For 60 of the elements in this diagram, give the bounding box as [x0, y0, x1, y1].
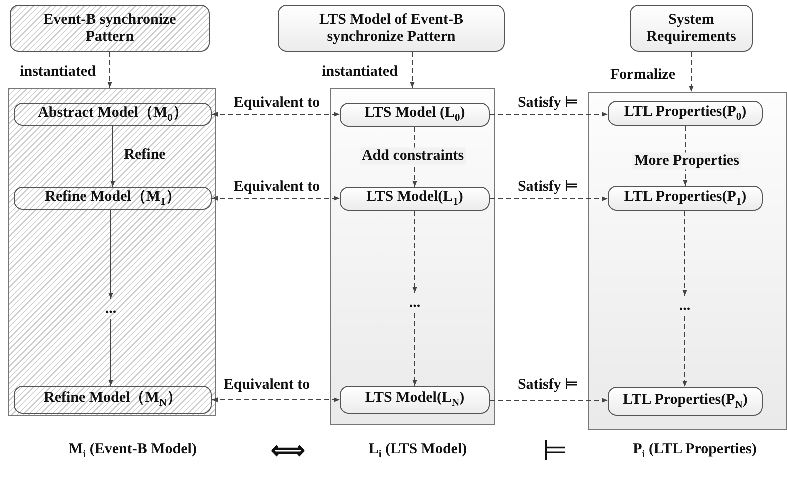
legend-text: L$_{i}$ (LTS Model)	[368, 442, 468, 460]
legend-text: P$_{i}$ (LTL Properties)	[633, 442, 757, 460]
source-box	[10, 5, 210, 52]
node-label: LTL Properties(P$_{0}$)	[624, 104, 747, 124]
node-label: LTS Model(L$_{1}$)	[366, 189, 464, 209]
node-label: LTS Model(L$_{N}$)	[365, 390, 465, 410]
arrow	[410, 52, 415, 88]
model-box	[340, 187, 490, 211]
node-label: LTS Model of Event-B synchronize Pattern	[318, 12, 465, 45]
model-box	[608, 387, 763, 416]
arrow	[108, 52, 112, 88]
arrow	[412, 312, 418, 386]
satisfies-symbol: ⊨	[543, 435, 567, 468]
node-label: Event-B synchronize Pattern	[42, 12, 178, 45]
node-label: ...	[105, 300, 117, 318]
node-label: LTL Properties(P$_{1}$)	[624, 188, 747, 208]
node-label: ...	[409, 294, 421, 312]
edge-label: Refine	[123, 146, 167, 164]
node-label: LTS Model (L$_{0}$)	[364, 105, 466, 125]
equivalence-symbol: ⟺	[271, 438, 305, 466]
arrow	[689, 52, 694, 92]
model-box	[340, 386, 490, 414]
node-label: Abstract Model（M$_{0}$）	[38, 104, 188, 124]
arrow	[108, 318, 114, 386]
arrow	[212, 112, 340, 117]
model-box	[340, 103, 490, 127]
arrow	[110, 126, 116, 188]
edge-label: Satisfy ⊨	[516, 178, 580, 196]
model-box	[14, 386, 212, 414]
source-box	[278, 5, 505, 52]
arrow	[212, 196, 340, 201]
node-label: LTL Properties(P$_{N}$)	[623, 392, 748, 412]
model-box	[14, 103, 212, 126]
edge-label: Add constraints	[360, 148, 466, 164]
edge-label: Equivalent to	[222, 376, 312, 394]
edge-label: Satisfy ⊨	[516, 376, 580, 394]
legend-text: M$_{i}$ (Event-B Model)	[69, 442, 197, 460]
edge-label: More Properties	[632, 152, 742, 170]
node-label: Refine Model（M$_{N}$）	[44, 390, 182, 410]
arrow	[212, 398, 340, 402]
model-box	[14, 187, 212, 210]
edge-label: Equivalent to	[232, 178, 322, 196]
arrow	[682, 210, 688, 296]
group-panel	[330, 88, 495, 425]
node-label: Refine Model（M$_{1}$）	[45, 188, 181, 208]
arrow	[490, 196, 608, 202]
edge-label: Equivalent to	[232, 94, 322, 112]
arrow	[682, 316, 688, 388]
source-box	[630, 5, 753, 52]
node-label: ...	[679, 298, 691, 314]
model-box	[608, 101, 763, 126]
node-label: System Requirements	[646, 12, 738, 45]
arrow	[412, 210, 418, 294]
edge-label: Satisfy ⊨	[516, 94, 580, 112]
arrow	[108, 210, 114, 300]
group-panel	[8, 88, 216, 416]
group-panel	[588, 92, 787, 430]
model-box	[608, 186, 763, 211]
arrow	[490, 112, 608, 117]
arrow	[490, 398, 608, 403]
